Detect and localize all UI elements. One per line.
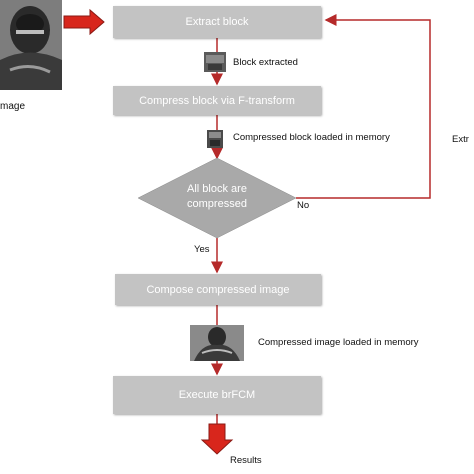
decision-line-2: compressed xyxy=(160,197,274,212)
step-extract-block: Extract block xyxy=(113,6,321,38)
input-image-caption: mage xyxy=(0,101,25,112)
step-compress-block: Compress block via F-transform xyxy=(113,86,321,115)
block-thumbnail-icon xyxy=(204,52,226,72)
compressed-block-icon xyxy=(207,130,223,148)
label-loop-extract: Extr xyxy=(452,134,469,145)
step-compose-image: Compose compressed image xyxy=(115,274,321,305)
compressed-image-thumbnail-icon xyxy=(190,325,244,361)
results-arrow-icon xyxy=(202,424,232,454)
label-yes: Yes xyxy=(194,244,210,255)
step-execute-brfcm: Execute brFCM xyxy=(113,376,321,414)
photo-thumbnail-icon xyxy=(0,0,62,90)
label-block-extracted: Block extracted xyxy=(233,57,298,68)
input-arrow-icon xyxy=(64,10,104,34)
decision-label: All block are compressed xyxy=(160,182,274,212)
label-compressed-image: Compressed image loaded in memory xyxy=(258,337,419,348)
label-no: No xyxy=(297,200,309,211)
label-results: Results xyxy=(230,455,262,466)
label-compressed-block: Compressed block loaded in memory xyxy=(233,132,390,143)
decision-line-1: All block are xyxy=(160,182,274,197)
